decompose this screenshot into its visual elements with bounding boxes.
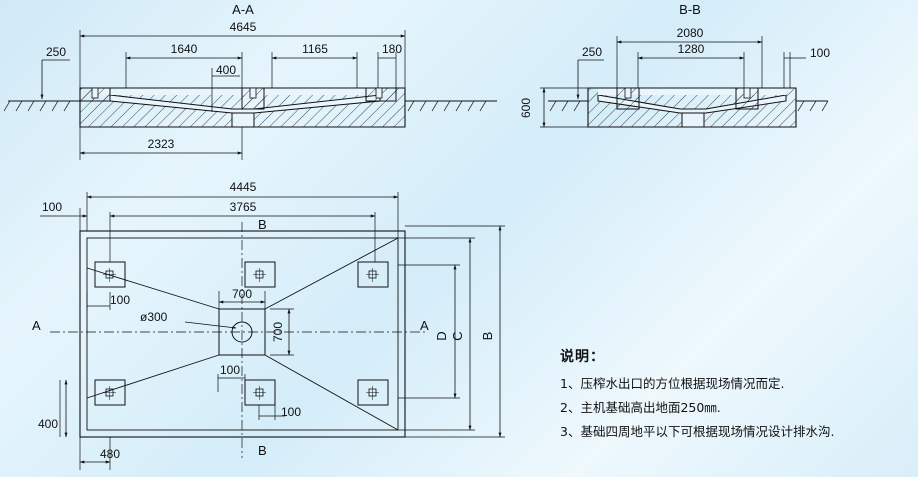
dim-plan-inner-width: 3765: [230, 200, 257, 214]
dim-plan-center-w: 700: [232, 287, 252, 301]
dim-bb-right-offset: 100: [810, 46, 830, 60]
dim-plan-center-h: 700: [271, 322, 285, 342]
bolt-hole-right: [375, 87, 383, 99]
dim-aa-left-offset: 250: [46, 45, 66, 59]
section-aa-title: A-A: [232, 2, 254, 17]
notes-panel: 说明： 1、压榨水出口的方位根据现场情况而定. 2、主机基础高出地面250㎜. …: [560, 346, 916, 444]
cut-label-a-left: A: [32, 318, 41, 333]
section-bb-drain: [681, 112, 705, 128]
plan-pedestal-tr: [357, 261, 389, 288]
plan-pedestal-br: [357, 379, 389, 406]
bolt-hole-left: [91, 87, 99, 99]
dim-bb-overall: 2080: [677, 26, 704, 40]
dim-plan-c: C: [450, 331, 465, 340]
plan-outer: [79, 230, 406, 438]
dim-aa-depth: 400: [216, 63, 236, 77]
dim-aa-left-span: 1640: [171, 42, 198, 56]
ground-hatch-right: [407, 100, 487, 112]
ground-hatch-left: [3, 100, 71, 112]
dim-plan-d: D: [434, 331, 449, 340]
plan-pedestal-tc: [244, 261, 276, 288]
dim-plan-b: B: [480, 332, 495, 341]
bolt-hole-center: [249, 87, 257, 99]
section-bb-title: B-B: [679, 2, 701, 17]
cut-label-a-right: A: [420, 318, 429, 333]
notes-title: 说明：: [560, 349, 605, 365]
note-item-1: 1、压榨水出口的方位根据现场情况而定.: [560, 376, 785, 391]
dim-plan-edge-y: 400: [38, 417, 58, 431]
dim-plan-bolt-upper: 100: [110, 293, 130, 307]
cut-label-b-bottom: B: [258, 443, 267, 458]
note-item-2: 2、主机基础高出地面250㎜.: [560, 400, 721, 415]
dim-plan-bolt-lower-a: 100: [220, 363, 240, 377]
section-aa-top: [96, 88, 386, 95]
dim-bb-height: 600: [519, 98, 533, 118]
dim-bb-left-offset: 250: [582, 45, 602, 59]
section-aa-drain: [231, 112, 255, 128]
dim-aa-bottom-span: 2323: [148, 137, 175, 151]
dim-aa-overall: 4645: [230, 20, 257, 34]
section-aa: A-A 4645 250 1640 400: [3, 2, 497, 160]
dim-bb-inner-span: 1280: [678, 42, 705, 56]
plan-pedestal-bl: [94, 379, 126, 406]
plan-channels: [86, 237, 399, 431]
dim-plan-left-margin: 100: [42, 200, 62, 214]
dim-aa-right-offset: 180: [382, 42, 402, 56]
dim-plan-edge-x: 480: [100, 447, 120, 461]
dim-plan-drain-dia: ø300: [140, 310, 168, 324]
note-item-3: 3、基础四周地平以下可根据现场情况设计排水沟.: [560, 424, 835, 439]
dim-aa-right-span: 1165: [302, 42, 328, 56]
plan-view: A A B B 4445 3765 100 100 700 700 ø300 1…: [32, 180, 505, 470]
plan-inner: [86, 237, 399, 431]
dim-plan-overall-width: 4445: [230, 180, 257, 194]
plan-pedestal-tl: [94, 261, 126, 288]
plan-pedestal-bc: [244, 379, 276, 406]
dim-plan-bolt-lower-b: 100: [281, 405, 301, 419]
cut-label-b-top: B: [258, 217, 267, 232]
section-bb: B-B 2080 250 1280 100 600: [519, 2, 830, 128]
